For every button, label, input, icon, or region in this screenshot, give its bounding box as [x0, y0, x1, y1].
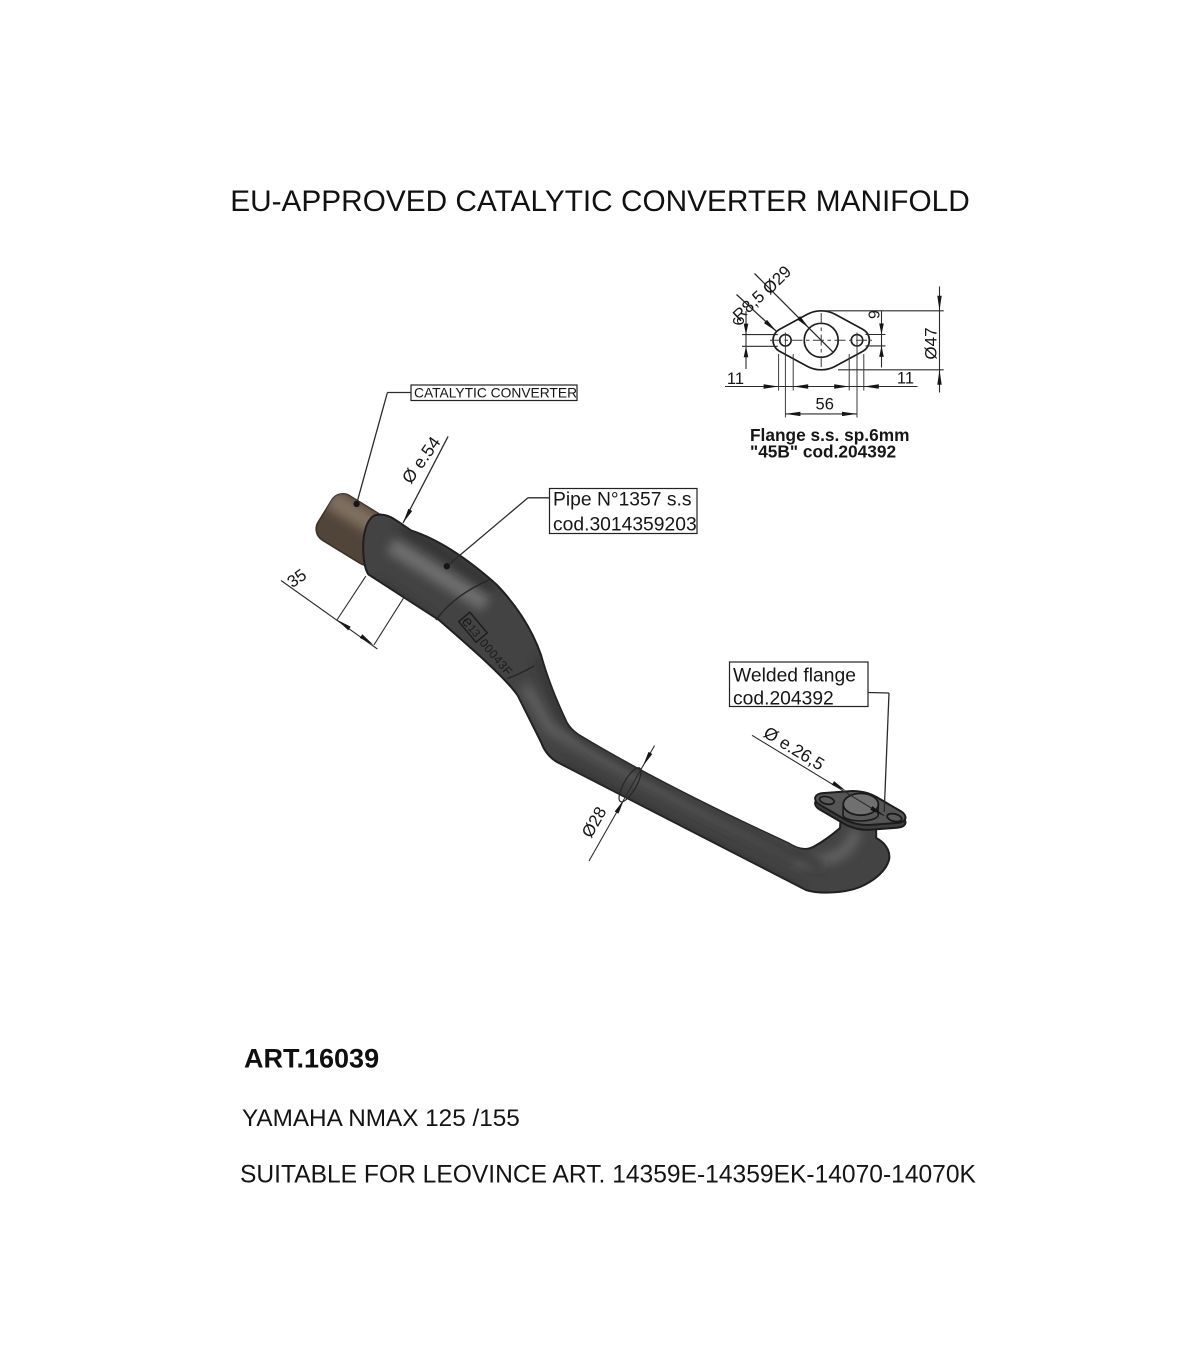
svg-text:6: 6	[731, 316, 748, 325]
svg-text:"45B" cod.204392: "45B" cod.204392	[750, 441, 896, 461]
svg-text:Flange s.s. sp.6mm: Flange s.s. sp.6mm	[750, 425, 909, 445]
svg-text:YAMAHA NMAX 125 /155: YAMAHA NMAX 125 /155	[242, 1105, 520, 1132]
svg-text:Welded flange: Welded flange	[733, 666, 856, 687]
svg-text:ART.16039: ART.16039	[244, 1044, 379, 1074]
svg-text:Pipe N°1357 s.s: Pipe N°1357 s.s	[553, 490, 691, 511]
svg-text:cod.3014359203: cod.3014359203	[553, 515, 697, 536]
svg-text:11: 11	[897, 370, 914, 388]
svg-text:9: 9	[867, 310, 884, 319]
svg-text:cod.204392: cod.204392	[733, 689, 834, 710]
svg-text:Ø47: Ø47	[922, 327, 941, 359]
svg-text:CATALYTIC CONVERTER: CATALYTIC CONVERTER	[414, 386, 577, 401]
svg-text:56: 56	[816, 396, 834, 414]
svg-text:11: 11	[727, 370, 744, 388]
svg-text:SUITABLE FOR LEOVINCE ART. 143: SUITABLE FOR LEOVINCE ART. 14359E-14359E…	[240, 1162, 977, 1189]
svg-text:EU-APPROVED CATALYTIC CONVERTE: EU-APPROVED CATALYTIC CONVERTER MANIFOLD	[230, 185, 970, 218]
